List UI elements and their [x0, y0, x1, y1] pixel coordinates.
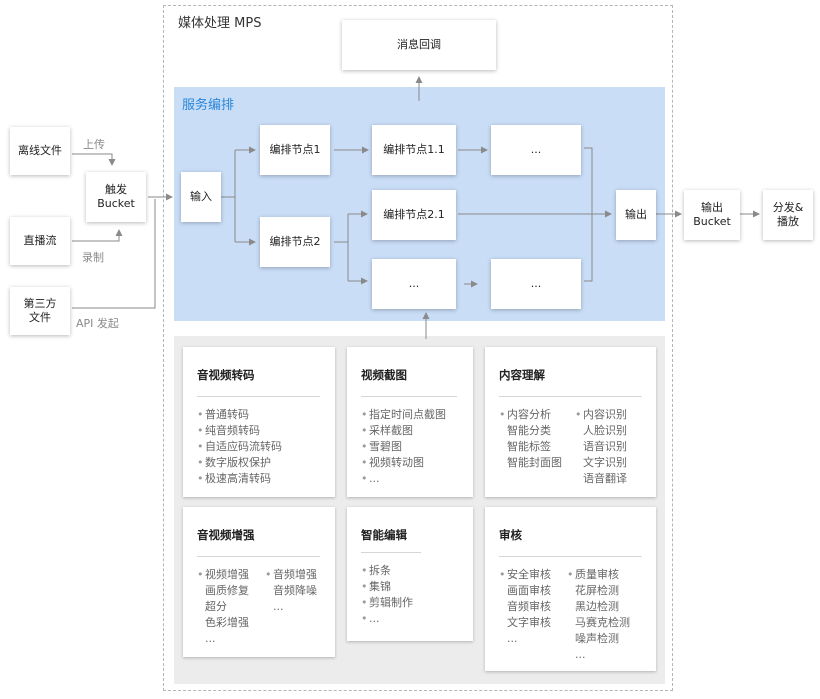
- card-title: 内容理解: [499, 368, 545, 382]
- card-divider: [361, 552, 421, 553]
- list-item: 花屏检测: [575, 584, 619, 597]
- orchestration-node-ellipsis-mid: ...: [372, 259, 456, 309]
- list-item: 极速高清转码: [197, 471, 282, 487]
- list-item: 超分: [205, 600, 227, 613]
- list-item: 噪声检测: [575, 632, 619, 645]
- card-content-understanding: 内容理解 内容分析 智能分类 智能标签 智能封面图 内容识别 人脸识别 语音识别…: [485, 347, 656, 497]
- list-item: 智能标签: [507, 440, 551, 453]
- list-item: 自适应码流转码: [197, 439, 282, 455]
- live-stream-box: 直播流: [10, 217, 70, 265]
- list-item: 人脸识别: [583, 424, 627, 437]
- service-list: 内容分析 智能分类 智能标签 智能封面图: [499, 407, 562, 471]
- list-item: ...: [361, 611, 413, 627]
- card-video-snapshot: 视频截图 指定时间点截图 采样截图 雪碧图 视频转动图 ...: [347, 347, 473, 497]
- list-item: 画面审核: [507, 584, 551, 597]
- card-title: 音视频增强: [197, 528, 255, 542]
- card-av-transcode: 音视频转码 普通转码 纯音频转码 自适应码流转码 数字版权保护 极速高清转码: [183, 347, 335, 497]
- list-item: 雪碧图: [361, 439, 446, 455]
- orchestration-node-2-1: 编排节点2.1: [372, 190, 456, 240]
- card-divider: [361, 396, 457, 397]
- list-item: 普通转码: [197, 407, 282, 423]
- list-item: 数字版权保护: [197, 455, 282, 471]
- list-item: 画质修复: [205, 584, 249, 597]
- list-item: 文字识别: [583, 456, 627, 469]
- list-item: 集锦: [361, 579, 413, 595]
- orchestration-node-1: 编排节点1: [260, 125, 330, 175]
- list-item: 视频增强: [197, 567, 249, 583]
- list-item: 安全审核: [499, 567, 551, 583]
- orchestration-node-ellipsis-top: ...: [491, 125, 581, 175]
- message-callback-box: 消息回调: [342, 20, 496, 70]
- offline-file-box: 离线文件: [10, 127, 70, 175]
- input-node: 输入: [181, 172, 221, 222]
- list-item: 内容分析: [499, 407, 562, 423]
- card-divider: [499, 556, 642, 557]
- api-initiate-note: API 发起: [76, 317, 119, 330]
- list-item: ...: [575, 648, 586, 661]
- service-list: 视频增强 画质修复 超分 色彩增强 ...: [197, 567, 249, 647]
- output-bucket-box: 输出 Bucket: [684, 190, 740, 240]
- mps-frame: [163, 5, 673, 691]
- card-title: 视频截图: [361, 368, 407, 382]
- list-item: 纯音频转码: [197, 423, 282, 439]
- card-divider: [197, 556, 320, 557]
- list-item: 音频审核: [507, 600, 551, 613]
- card-title: 审核: [499, 528, 522, 542]
- output-node: 输出: [616, 190, 656, 240]
- list-item: 指定时间点截图: [361, 407, 446, 423]
- list-item: 语音识别: [583, 440, 627, 453]
- list-item: 视频转动图: [361, 455, 446, 471]
- list-item: 音频降噪: [273, 584, 317, 597]
- service-list: 内容识别 人脸识别 语音识别 文字识别 语音翻译: [575, 407, 627, 487]
- record-note: 录制: [82, 251, 104, 264]
- card-av-enhance: 音视频增强 视频增强 画质修复 超分 色彩增强 ... 音频增强 音频降噪 ..…: [183, 507, 335, 657]
- list-item: 语音翻译: [583, 472, 627, 485]
- card-smart-editing: 智能编辑 拆条 集锦 剪辑制作 ...: [347, 507, 473, 641]
- orchestration-node-1-1: 编排节点1.1: [372, 125, 456, 175]
- list-item: 色彩增强: [205, 616, 249, 629]
- list-item: 智能分类: [507, 424, 551, 437]
- orchestration-node-ellipsis-right: ...: [491, 259, 581, 309]
- card-divider: [499, 396, 642, 397]
- mps-title: 媒体处理 MPS: [178, 16, 262, 31]
- list-item: ...: [205, 632, 216, 645]
- orchestration-node-2: 编排节点2: [260, 217, 330, 267]
- list-item: 黑边检测: [575, 600, 619, 613]
- list-item: ...: [361, 471, 446, 487]
- orchestration-title: 服务编排: [182, 98, 235, 113]
- upload-note: 上传: [83, 138, 105, 151]
- list-item: 质量审核: [567, 567, 630, 583]
- card-title: 智能编辑: [361, 528, 407, 542]
- distribute-play-box: 分发& 播放: [763, 190, 813, 240]
- service-list: 普通转码 纯音频转码 自适应码流转码 数字版权保护 极速高清转码: [197, 407, 282, 487]
- service-list: 指定时间点截图 采样截图 雪碧图 视频转动图 ...: [361, 407, 446, 487]
- list-item: 剪辑制作: [361, 595, 413, 611]
- card-divider: [197, 396, 320, 397]
- card-review: 审核 安全审核 画面审核 音频审核 文字审核 ... 质量审核 花屏检测 黑边检…: [485, 507, 656, 671]
- service-list: 质量审核 花屏检测 黑边检测 马赛克检测 噪声检测 ...: [567, 567, 630, 663]
- list-item: 音频增强: [265, 567, 317, 583]
- list-item: 文字审核: [507, 616, 551, 629]
- list-item: 采样截图: [361, 423, 446, 439]
- card-title: 音视频转码: [197, 368, 255, 382]
- list-item: ...: [273, 600, 284, 613]
- list-item: 拆条: [361, 563, 413, 579]
- trigger-bucket-box: 触发 Bucket: [86, 172, 146, 222]
- list-item: ...: [507, 632, 518, 645]
- third-party-file-box: 第三方 文件: [10, 287, 70, 335]
- list-item: 智能封面图: [507, 456, 562, 469]
- list-item: 马赛克检测: [575, 616, 630, 629]
- service-list: 音频增强 音频降噪 ...: [265, 567, 317, 615]
- list-item: 内容识别: [575, 407, 627, 423]
- service-list: 拆条 集锦 剪辑制作 ...: [361, 563, 413, 627]
- service-list: 安全审核 画面审核 音频审核 文字审核 ...: [499, 567, 551, 647]
